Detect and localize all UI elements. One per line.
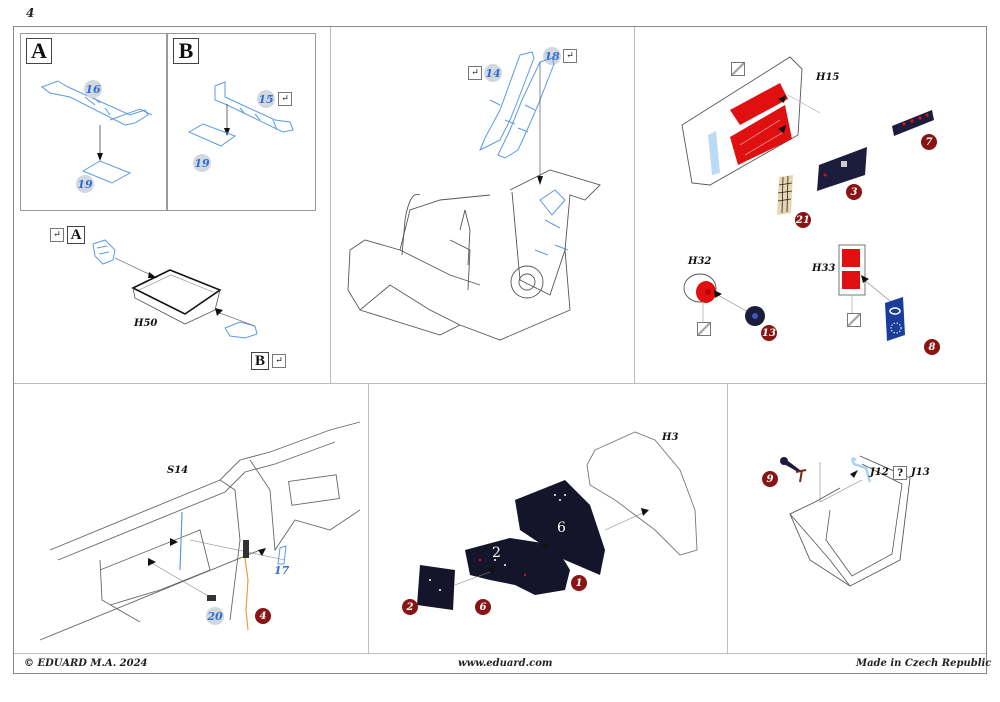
color-part-2: 2: [402, 599, 418, 615]
seat-pan-drawing: [92, 239, 258, 339]
h32-instrument-drawing: [683, 273, 765, 326]
divider: [368, 384, 369, 654]
primer-paint-icon: [697, 322, 711, 336]
bend-icon: ↵: [50, 228, 64, 242]
primer-paint-icon: [847, 313, 861, 327]
color-part-9: 9: [762, 471, 778, 487]
option-a-label: A: [26, 38, 52, 64]
divider: [14, 383, 986, 384]
part-label-h3: H3: [662, 432, 679, 443]
belt-a-drawing: [40, 80, 153, 184]
color-part-6: 6: [475, 599, 491, 615]
divider: [330, 27, 331, 383]
pe-part-17: 17: [274, 564, 290, 577]
belt-b-drawing: [187, 81, 294, 147]
canopy-frame-drawing: [780, 455, 911, 587]
panel-mark-6: 6: [557, 520, 566, 536]
color-part-13: 13: [761, 325, 777, 341]
decal-3-drawing: [817, 147, 867, 191]
instrument-panel-drawing: [417, 431, 698, 610]
color-part-21: 21: [795, 212, 811, 228]
color-part-3: 3: [846, 184, 862, 200]
pe-part-20: 20: [206, 607, 224, 625]
option-b-inset: [166, 33, 316, 211]
page-number: 4: [26, 6, 35, 20]
option-a-inset: [20, 33, 168, 211]
pe-part-19: 19: [76, 175, 94, 193]
option-b-label: B: [251, 352, 269, 370]
bend-icon: ↵: [563, 49, 577, 63]
bend-icon: ↵: [278, 92, 292, 106]
part-label-h15: H15: [816, 72, 840, 83]
color-part-1: 1: [571, 575, 587, 591]
option-question-box: ?: [893, 466, 907, 480]
bend-icon: ↵: [468, 66, 482, 80]
decal-21-drawing: [777, 175, 793, 215]
option-a-label: A: [67, 226, 85, 244]
divider: [634, 27, 635, 383]
divider: [14, 653, 986, 654]
copyright-text: © EDUARD M.A. 2024: [24, 658, 148, 669]
color-part-4: 4: [255, 608, 271, 624]
h15-panel-drawing: [681, 56, 821, 186]
pe-part-14: 14: [484, 64, 502, 82]
option-b-label: B: [173, 38, 199, 64]
divider: [727, 384, 728, 654]
seat-assembly-drawing: [347, 51, 601, 341]
panel-mark-2: 2: [492, 545, 501, 561]
instruction-frame: [13, 26, 987, 674]
origin-text: Made in Czech Republic: [856, 658, 992, 669]
part-label-h33: H33: [812, 263, 836, 274]
decal-7-drawing: [892, 110, 934, 136]
pe-part-16: 16: [84, 80, 102, 98]
h33-instrument-drawing: [838, 244, 905, 341]
bend-icon: ↵: [272, 354, 286, 368]
color-part-8: 8: [924, 339, 940, 355]
pe-part-19: 19: [193, 154, 211, 172]
part-label-s14: S14: [167, 465, 189, 476]
website-link[interactable]: www.eduard.com: [458, 658, 553, 669]
color-part-7: 7: [921, 134, 937, 150]
part-label-h32: H32: [688, 256, 712, 267]
side-wall-drawing: [39, 421, 361, 641]
part-label-h50: H50: [134, 318, 158, 329]
part-label-j12: J12: [870, 467, 889, 478]
primer-paint-icon: [731, 62, 745, 76]
pe-part-15: 15: [257, 90, 275, 108]
part-label-j13: J13: [911, 467, 930, 478]
